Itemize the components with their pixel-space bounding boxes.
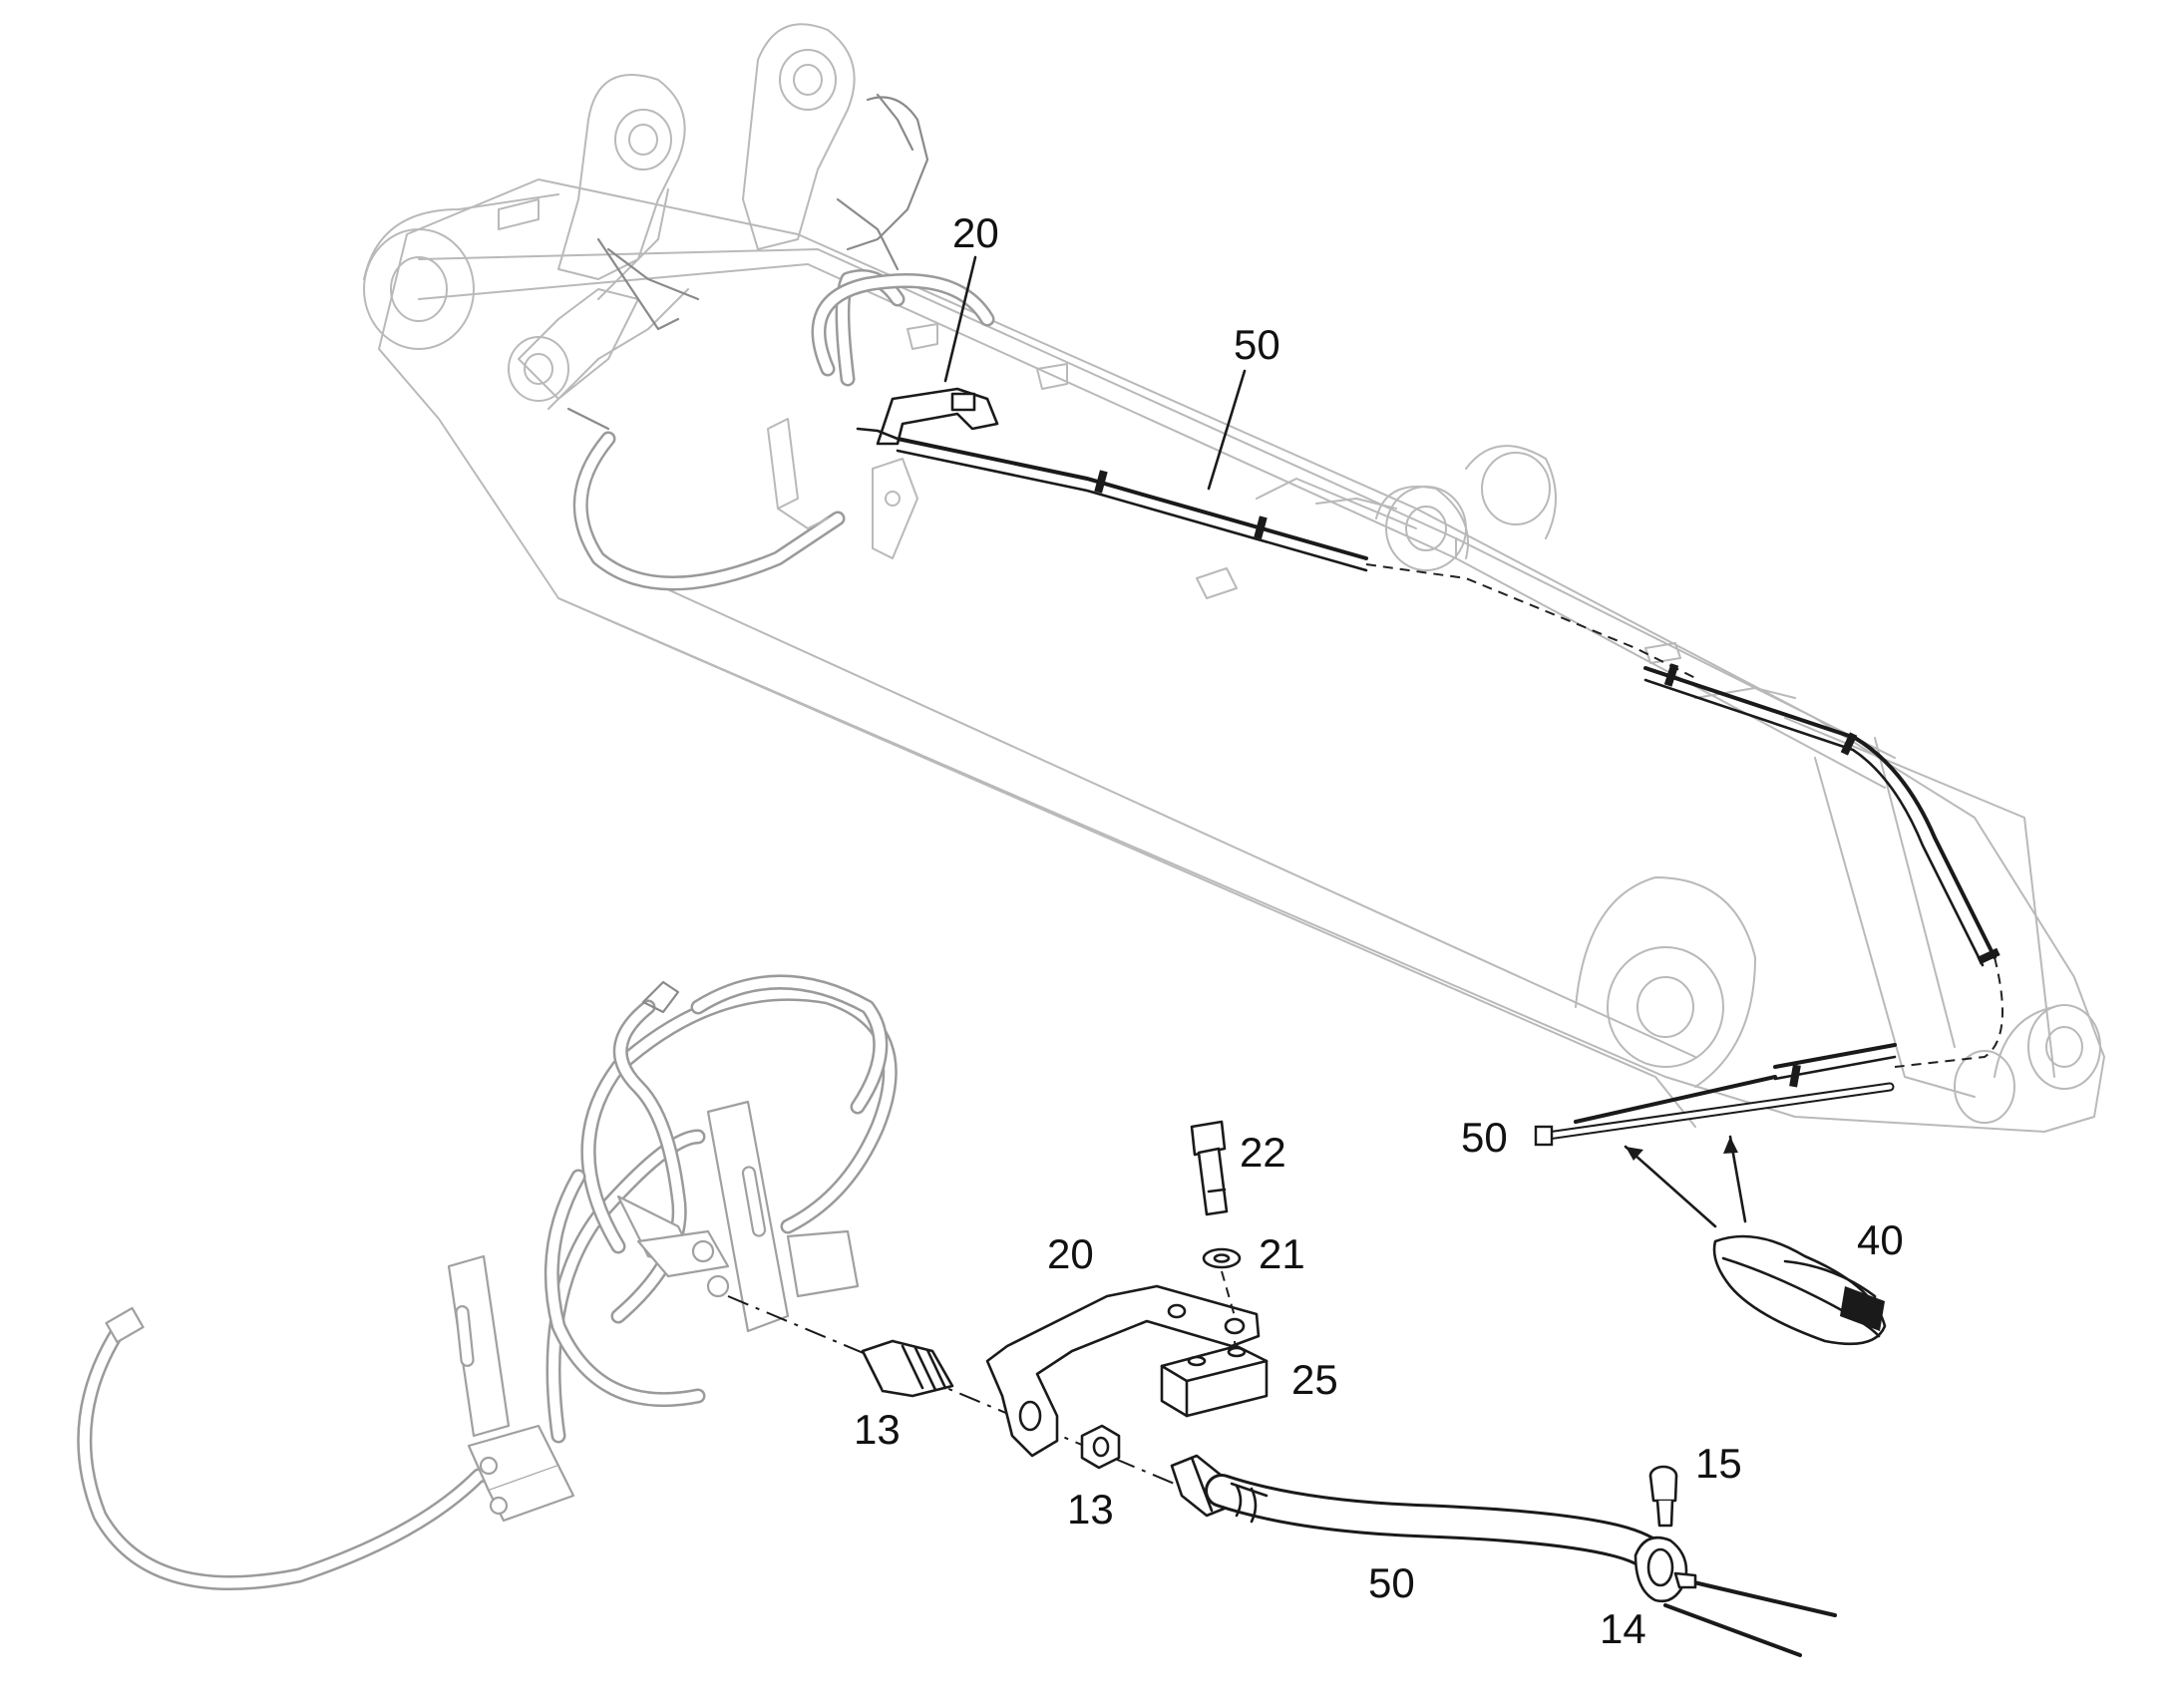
cylinder-mount-ears xyxy=(508,23,856,410)
bracket-20-detail xyxy=(985,1284,1261,1458)
callout-boom-hose-50: 50 xyxy=(1461,1114,1508,1161)
callout-upper-hose-50: 50 xyxy=(1234,321,1280,368)
callout-fitting-13: 13 xyxy=(854,1406,901,1453)
bolt-22 xyxy=(1190,1120,1229,1216)
fitting-13 xyxy=(861,1339,954,1398)
callout-hose-50: 50 xyxy=(1368,1559,1415,1606)
boom-bracket xyxy=(856,387,999,446)
callout-block-25: 25 xyxy=(1291,1356,1338,1403)
detail-view xyxy=(77,974,1837,1657)
cylinder-hydraulic-lines xyxy=(566,93,995,591)
leader-upper-hose-50 xyxy=(1207,369,1247,491)
hose-50-detail xyxy=(1170,1454,1837,1657)
callout-nut-13: 13 xyxy=(1067,1486,1114,1533)
callout-washer-21: 21 xyxy=(1259,1230,1305,1277)
callout-strap-40: 40 xyxy=(1857,1216,1904,1263)
boom-body xyxy=(378,178,2105,1133)
callout-bracket-20: 20 xyxy=(1047,1230,1094,1277)
washer-21 xyxy=(1202,1247,1242,1269)
boom-assembly xyxy=(363,23,2105,1346)
block-25 xyxy=(1160,1344,1269,1418)
front-pivot-boss xyxy=(1375,445,2101,1124)
clamp-14 xyxy=(1634,1536,1697,1603)
existing-brackets xyxy=(447,1100,860,1523)
boom-hose-route xyxy=(896,437,2003,1124)
leader-upper-bracket-20 xyxy=(943,255,977,383)
callout-clamp-14: 14 xyxy=(1600,1605,1646,1652)
bolt-axis xyxy=(1221,1270,1236,1317)
boom-side-brackets xyxy=(498,198,1681,664)
screw-15 xyxy=(1648,1465,1678,1528)
callout-bolt-22: 22 xyxy=(1240,1129,1286,1176)
nut-13 xyxy=(1080,1424,1121,1470)
hook-and-loop-strap xyxy=(1712,1234,1887,1346)
arrows-to-hose xyxy=(1624,1135,1747,1228)
assembly-centerline xyxy=(727,1295,1228,1507)
rear-pivot-boss xyxy=(363,193,559,350)
callout-upper-bracket-20: 20 xyxy=(952,209,999,256)
loose-hose-50 xyxy=(1534,1082,1895,1147)
callout-screw-15: 15 xyxy=(1695,1440,1742,1487)
